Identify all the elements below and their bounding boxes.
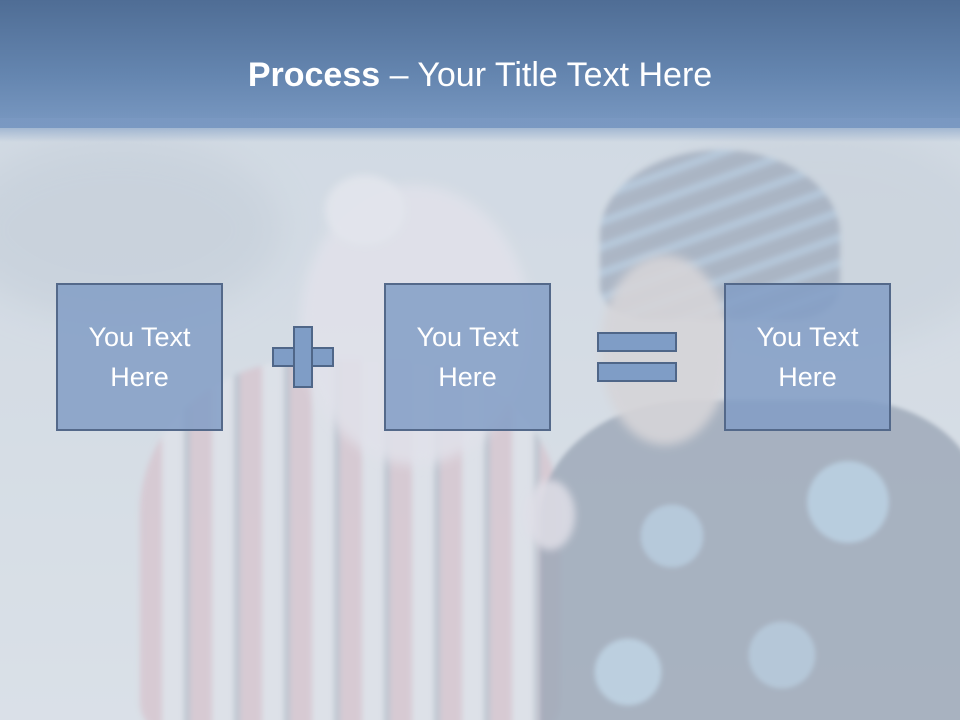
title-bar <box>0 0 960 128</box>
slide-title: Process – Your Title Text Here <box>0 53 960 97</box>
equals-icon <box>597 332 677 384</box>
plus-icon <box>272 326 334 388</box>
process-box-3[interactable]: You Text Here <box>724 283 891 431</box>
process-box-text: You Text Here <box>88 322 191 392</box>
process-box-text: You Text Here <box>416 322 519 392</box>
process-box-2[interactable]: You Text Here <box>384 283 551 431</box>
process-box-1[interactable]: You Text Here <box>56 283 223 431</box>
title-bold: Process <box>247 56 381 94</box>
process-box-text: You Text Here <box>756 322 859 392</box>
title-rest: – Your Title Text Here <box>380 56 713 94</box>
